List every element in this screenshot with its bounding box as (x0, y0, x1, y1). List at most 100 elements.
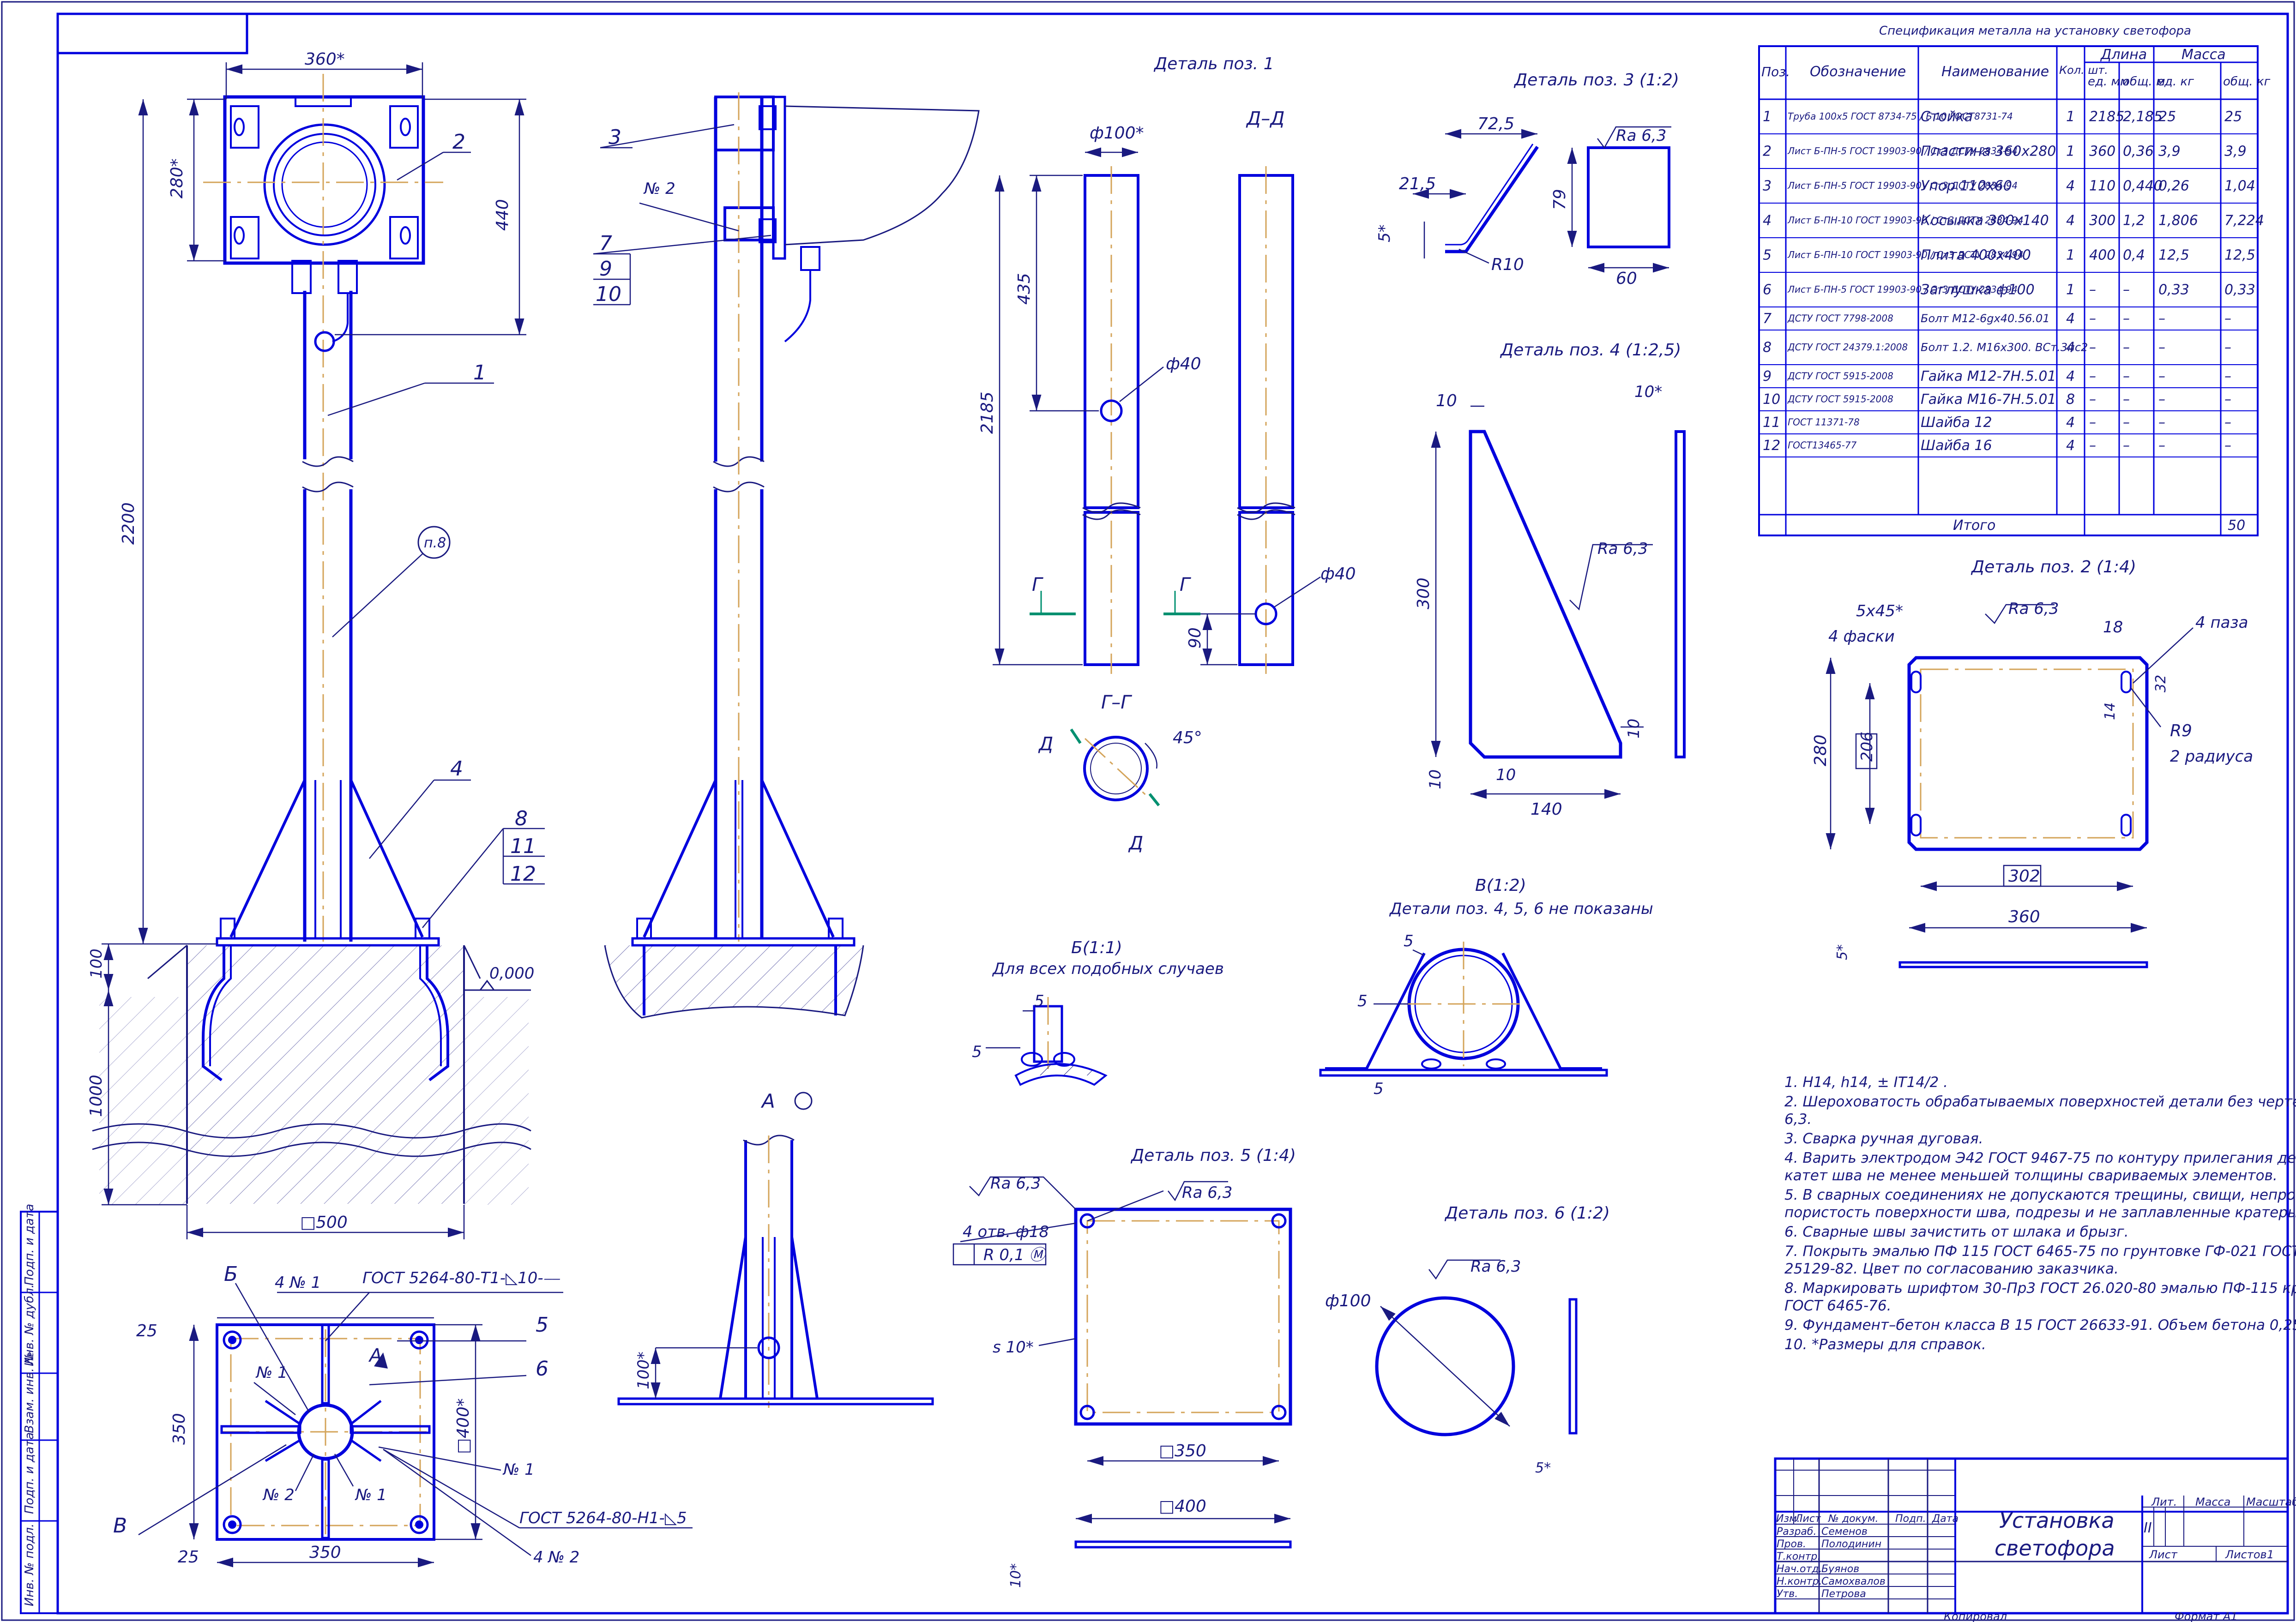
spec-cell-mass_total: 7,224 (2224, 213, 2264, 229)
leader-4n2: 4 № 2 (533, 1548, 579, 1567)
d4-10-right: 10 (1625, 719, 1643, 739)
detail-4: Деталь поз. 4 (1:2,5) 10 10* 300 Ra 6,3 … (1414, 341, 1686, 819)
tb-head-doc: № докум. (1828, 1513, 1878, 1525)
leader-6: 6 (536, 1357, 548, 1381)
spec-cell-len_total: – (2123, 282, 2130, 298)
note-line: 25129-82. Цвет по согласованию заказчика… (1784, 1261, 2119, 1277)
spec-title: Спецификация металла на установку светоф… (1879, 24, 2191, 38)
dim-25-top: 25 (136, 1322, 157, 1340)
note-line: 5. В сварных соединениях не допускаются … (1784, 1187, 2296, 1203)
d2-14: 14 (2102, 703, 2118, 720)
spec-cell-mass_total: – (2224, 311, 2231, 327)
leader-weld-top: ГОСТ 5264-80-Т1-◺10-⎯⎯ (362, 1269, 560, 1287)
spec-cell-len_total: 0,4 (2123, 247, 2145, 264)
spec-cell-mass_total: 25 (2224, 109, 2242, 125)
spec-cell-mass: 1,806 (2158, 213, 2198, 229)
corner-box (56, 12, 248, 54)
spec-cell-mass_total: 12,5 (2224, 247, 2255, 264)
side-stamp: Инв. № подл. Подп. и дата Взам. инв. № И… (20, 1204, 59, 1614)
tb-title-1: Установка (1999, 1508, 2115, 1533)
spec-cell-len_total: – (2123, 311, 2130, 327)
note-line: 6,3. (1784, 1111, 1812, 1128)
spec-cell-name: Стойка (1921, 109, 1973, 125)
spec-head-mass-unit: ед. кг (2157, 75, 2194, 89)
spec-cell-pos: 8 (1763, 340, 1772, 356)
spec-cell-designation: Лист Б-ПН-10 ГОСТ 19903-90 / Ст3 ДСТУ 28… (1787, 215, 2024, 226)
spec-head-mass-total: общ. кг (2223, 75, 2271, 89)
leader-v: В (113, 1514, 127, 1538)
d2-ra: Ra 6,3 (2008, 600, 2059, 618)
d2-r9: R9 (2170, 721, 2192, 740)
pos-9: 9 (599, 257, 612, 281)
gg-d-top: Д (1038, 733, 1053, 755)
spec-cell-designation: Труба 100х5 ГОСТ 8734-75 / Б 10 ГОСТ8731… (1788, 111, 2013, 122)
side-stamp-3: Взам. инв. № (23, 1352, 36, 1433)
tb-role: Пров. (1777, 1538, 1806, 1550)
spec-cell-qty: 4 (2066, 213, 2075, 229)
spec-cell-len_total: – (2123, 368, 2130, 384)
d5-tolerance: R 0,1 Ⓜ (983, 1246, 1047, 1264)
tb-scale-label: Масштаб (2246, 1496, 2296, 1508)
detail-2-title: Деталь поз. 2 (1:4) (1971, 558, 2136, 577)
spec-cell-len_total: 2,185 (2123, 109, 2163, 125)
tb-role-name: Полодинин (1821, 1538, 1881, 1550)
spec-cell-name: Упор 110х60 (1921, 178, 2012, 194)
spec-cell-len_total: – (2123, 438, 2130, 454)
spec-cell-len: 400 (2089, 247, 2115, 264)
spec-cell-name: Плита 400х400 (1921, 247, 2031, 264)
spec-cell-mass: 0,33 (2158, 282, 2189, 298)
spec-cell-name: Шайба 12 (1921, 415, 1992, 431)
notes: 1. Н14, h14, ± IT14/2 .2. Шероховатость … (1784, 1074, 2296, 1353)
detail-6-title: Деталь поз. 6 (1:2) (1444, 1204, 1610, 1223)
leader-b: Б (224, 1262, 238, 1286)
d1-435: 435 (1015, 273, 1034, 305)
spec-cell-pos: 9 (1763, 368, 1772, 384)
d1-g-left: Г (1032, 574, 1043, 595)
view-b-subtitle: Для всех подобных случаев (992, 960, 1224, 978)
d2-chamfer: 5х45* (1856, 602, 1903, 620)
spec-cell-mass: – (2158, 438, 2165, 454)
view-v-title: В(1:2) (1475, 876, 1526, 895)
spec-total-label: Итого (1953, 517, 1995, 534)
leader-n1c: № 1 (355, 1486, 387, 1504)
d4-10-bottom: 10 (1496, 766, 1516, 784)
spec-cell-mass_total: – (2224, 368, 2231, 384)
pos-2: 2 (452, 130, 465, 154)
pos-4: 4 (450, 757, 463, 781)
d2-r9-count: 2 радиуса (2170, 747, 2253, 766)
d1-90: 90 (1186, 627, 1205, 649)
spec-rows: 1 Труба 100х5 ГОСТ 8734-75 / Б 10 ГОСТ873… (1759, 109, 2264, 457)
d5-10: 10* (1008, 1563, 1024, 1588)
spec-cell-pos: 4 (1763, 213, 1772, 229)
pos-no2: № 2 (643, 180, 675, 198)
spec-cell-pos: 10 (1763, 391, 1780, 408)
spec-cell-mass: 3,9 (2158, 144, 2181, 160)
dim-2200: 2200 (119, 502, 138, 545)
d3-725: 72,5 (1477, 114, 1514, 133)
d3-215: 21,5 (1399, 174, 1436, 193)
tb-sheet-label: Лист (2149, 1548, 2178, 1561)
spec-cell-mass_total: 3,9 (2224, 144, 2247, 160)
spec-cell-mass: 25 (2158, 109, 2176, 125)
spec-cell-qty: 1 (2066, 247, 2075, 264)
spec-table: Спецификация металла на установку светоф… (1758, 24, 2271, 536)
tb-role: Утв. (1777, 1588, 1798, 1600)
d2-slots: 4 паза (2195, 613, 2248, 632)
d5-350: □350 (1159, 1442, 1206, 1460)
spec-cell-len_total: 1,2 (2123, 213, 2145, 229)
dim-350-bottom: 350 (309, 1543, 341, 1562)
spec-cell-len: – (2089, 340, 2096, 356)
dim-360: 360* (305, 50, 345, 69)
tb-sheets-value: 1 (2267, 1548, 2274, 1561)
detail-5-title: Деталь поз. 5 (1:4) (1130, 1146, 1296, 1165)
d2-360: 360 (2008, 907, 2040, 926)
leader-n2: № 2 (262, 1486, 295, 1504)
spec-cell-designation: Лист Б-ПН-5 ГОСТ 19903-90 / Ст3 ДСТУ 283… (1787, 284, 2018, 295)
pos-1: 1 (473, 361, 486, 384)
d6-dia: ф100 (1325, 1292, 1371, 1310)
d5-ra-left: Ra 6,3 (990, 1174, 1041, 1193)
spec-cell-len_total: – (2123, 340, 2130, 356)
d1-hole1: ф40 (1166, 354, 1201, 373)
note-line: катет шва не менее меньшей толщины свари… (1784, 1167, 2278, 1184)
